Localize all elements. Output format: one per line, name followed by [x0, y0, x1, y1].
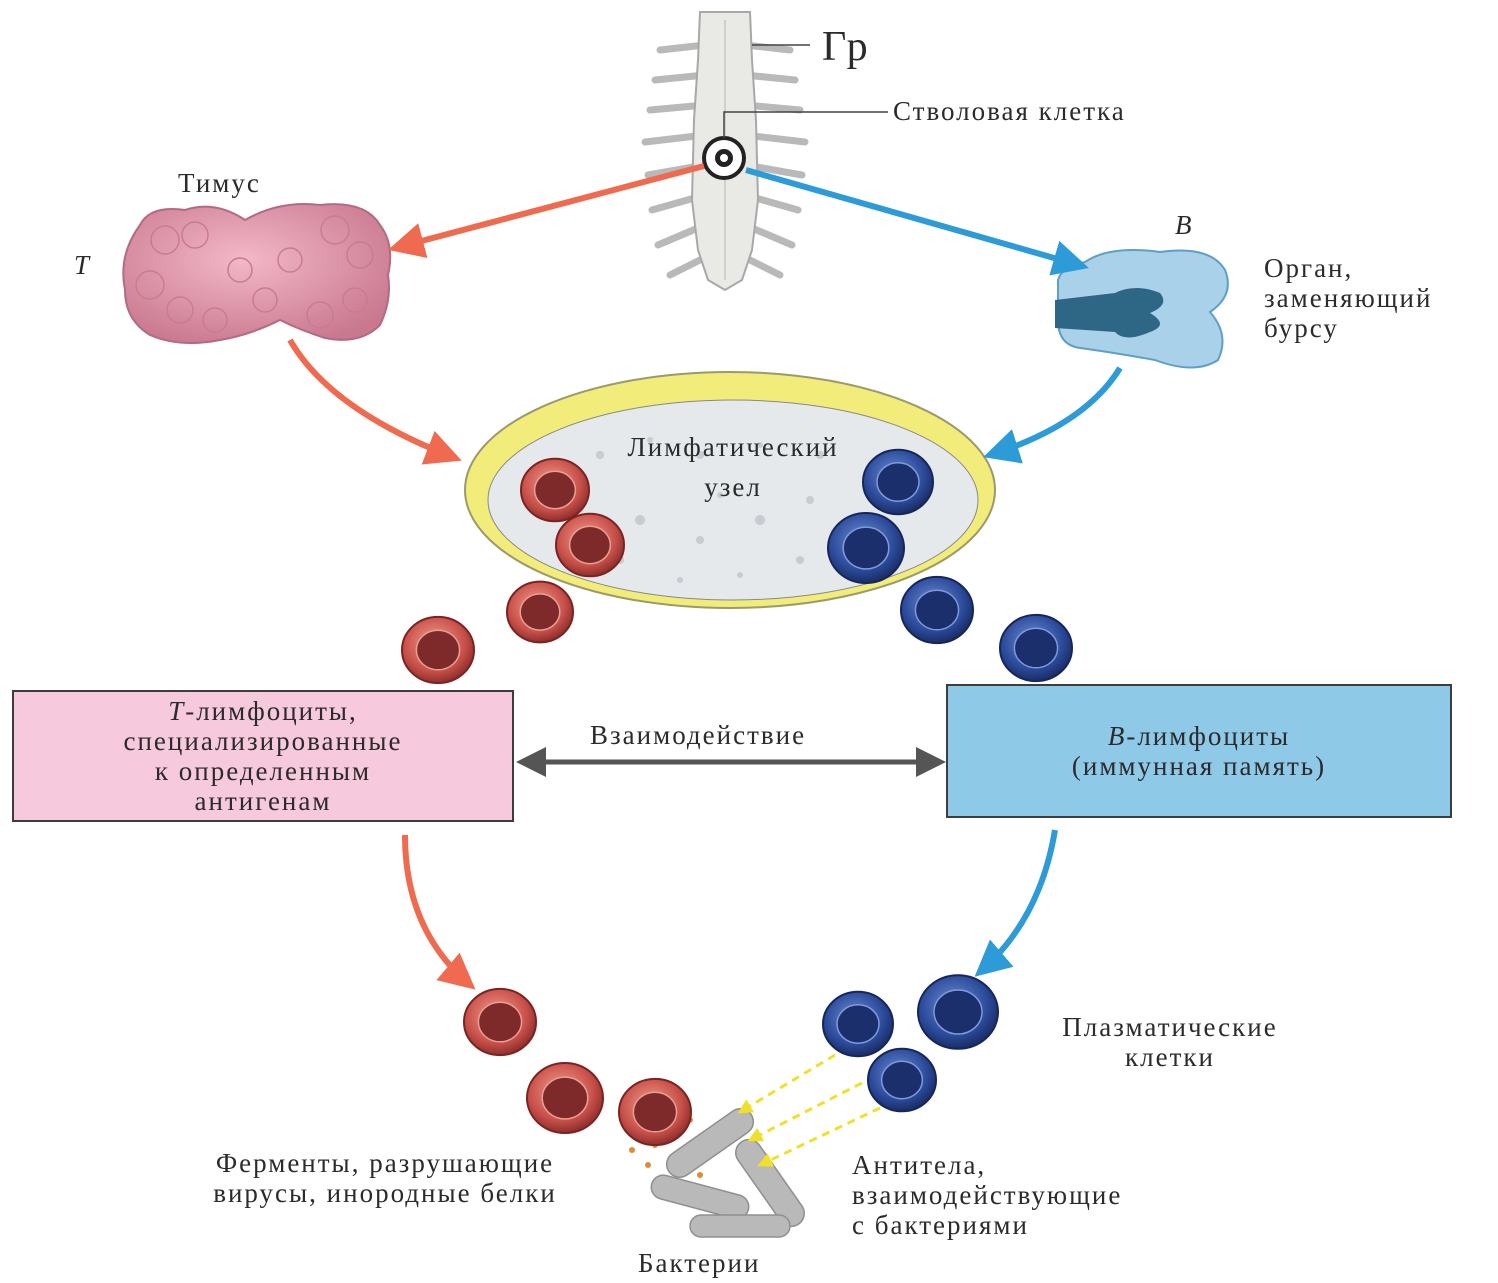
- bacteria-label: Бактерии: [638, 1248, 760, 1278]
- lymph-node-label-line1: Лимфатический: [578, 432, 888, 462]
- t-cell: [402, 617, 474, 683]
- b-lymphocytes-box: B-лимфоциты (иммунная память): [946, 684, 1452, 818]
- lymph-node-label: Лимфатический узел: [578, 432, 888, 502]
- t-lymphocytes-box: T-лимфоциты, специализированные к опреде…: [12, 690, 514, 822]
- t-box-line4: антигенам: [195, 786, 332, 816]
- bursa-label-line3: бурсу: [1264, 313, 1432, 343]
- enzymes-label: Ферменты, разрушающие вирусы, инородные …: [150, 1148, 620, 1208]
- t-box-line3: к определенным: [155, 756, 371, 786]
- antibodies-label-line2: взаимодействующие: [852, 1180, 1122, 1210]
- arrow-thymus-to-node: [290, 340, 455, 458]
- bursa-label: Орган, заменяющий бурсу: [1264, 253, 1432, 343]
- t-cell: [556, 514, 624, 577]
- thymus-illustration: [123, 204, 390, 343]
- thymus-label: Тимус: [178, 168, 261, 198]
- t-cell: [507, 582, 573, 643]
- antibodies-label: Антитела, взаимодействующие с бактериями: [852, 1150, 1122, 1240]
- antibodies-label-line3: с бактериями: [852, 1210, 1122, 1240]
- plasma-label-line2: клетки: [1020, 1042, 1320, 1072]
- b-cell: [828, 513, 904, 583]
- t-organ-letter: T: [74, 250, 91, 280]
- arrow-stem-to-bursa: [746, 170, 1082, 266]
- plasma-cell: [918, 975, 998, 1049]
- stem-cell: [704, 138, 744, 178]
- arrow-bursa-to-node: [990, 368, 1120, 455]
- t-cell: [619, 1079, 691, 1145]
- plasma-cell: [823, 992, 893, 1056]
- b-cell: [901, 577, 973, 643]
- bursa-label-line2: заменяющий: [1264, 283, 1432, 313]
- interaction-label: Взаимодействие: [590, 720, 806, 750]
- b-organ-letter: B: [1175, 210, 1194, 240]
- t-cell: [464, 989, 536, 1055]
- b-box-line1-text: -лимфоциты: [1126, 721, 1290, 751]
- enzymes-label-line2: вирусы, инородные белки: [150, 1178, 620, 1208]
- b-box-letter: B: [1108, 721, 1127, 751]
- arrow-tbox-to-tcells: [405, 835, 470, 985]
- lymph-node-label-line2: узел: [578, 472, 888, 502]
- stem-cell-label: Стволовая клетка: [893, 96, 1126, 126]
- t-box-line1-text: -лимфоциты,: [185, 696, 358, 726]
- bursa-label-line1: Орган,: [1264, 253, 1432, 283]
- b-cell: [1000, 615, 1072, 681]
- plasma-cells-label: Плазматические клетки: [1020, 1012, 1320, 1072]
- t-box-letter: T: [168, 696, 185, 726]
- marrow-label: Гр: [822, 24, 871, 70]
- b-box-line1: B-лимфоциты: [1108, 721, 1290, 751]
- antibodies-label-line1: Антитела,: [852, 1150, 1122, 1180]
- plasma-label-line1: Плазматические: [1020, 1012, 1320, 1042]
- arrow-bbox-to-plasma: [980, 830, 1055, 972]
- t-box-line2: специализированные: [124, 726, 403, 756]
- t-box-line1: T-лимфоциты,: [168, 696, 358, 726]
- b-box-line2: (иммунная память): [1072, 751, 1326, 781]
- plasma-cell: [868, 1049, 936, 1112]
- t-cell: [527, 1063, 603, 1133]
- enzymes-label-line1: Ферменты, разрушающие: [150, 1148, 620, 1178]
